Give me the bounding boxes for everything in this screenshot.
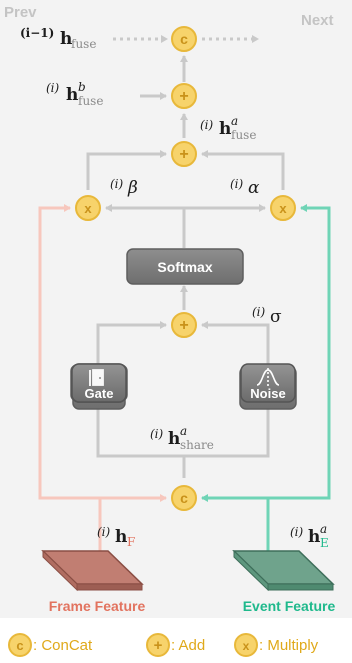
frame-feature-label: Frame Feature <box>49 598 146 614</box>
alpha-label: (i) α <box>230 173 260 198</box>
gate-module: Gate <box>71 363 127 403</box>
next-label: Next <box>301 12 334 29</box>
hb-fuse-label: (i) h b fuse <box>46 76 103 108</box>
concat-node-bottom: c <box>171 485 197 511</box>
concat-node-top: c <box>171 26 197 52</box>
softmax-block: Softmax <box>126 248 244 285</box>
svg-text:: Multiply: : Multiply <box>259 637 319 654</box>
add-node-top: + <box>171 83 197 109</box>
prev-label: Prev <box>4 4 37 21</box>
event-h-label: (i) h a E <box>290 518 332 550</box>
svg-text:x: x <box>279 201 287 216</box>
sigma-label: (i) σ <box>252 301 282 327</box>
frame-h-label: (i) h F <box>97 521 135 549</box>
door-icon <box>89 369 104 386</box>
to-gate-arrow <box>94 401 184 458</box>
prev-fuse-label: (i−1) h fuse <box>20 22 96 51</box>
share-label: (i) h a share <box>150 420 214 452</box>
noise-module: Noise <box>240 363 296 403</box>
connections <box>86 35 285 478</box>
multiply-node-alpha: x <box>270 195 296 221</box>
svg-text:+: + <box>179 146 188 163</box>
legend: c : ConCat + : Add x : Multiply <box>8 633 319 657</box>
svg-text:x: x <box>84 201 92 216</box>
svg-text:: ConCat: : ConCat <box>33 637 93 654</box>
event-to-alpha-arrow <box>268 204 331 500</box>
svg-text:c: c <box>180 31 188 47</box>
frame-feature-block <box>41 549 144 592</box>
event-feature-block <box>232 549 335 592</box>
legend-add: + : Add <box>146 633 205 657</box>
to-noise-arrow <box>184 401 272 458</box>
svg-text:: Add: : Add <box>171 637 205 654</box>
svg-text:Softmax: Softmax <box>157 259 212 275</box>
beta-mult-to-add <box>86 150 167 190</box>
gate-to-add <box>96 321 167 366</box>
legend-concat: c : ConCat <box>8 633 93 657</box>
alpha-mult-to-add <box>201 150 285 190</box>
gate-label: Gate <box>85 386 114 401</box>
ha-fuse-label: (i) h a fuse <box>200 110 256 142</box>
svg-text:+: + <box>179 88 188 105</box>
svg-text:+: + <box>179 317 188 334</box>
legend-multiply: x : Multiply <box>234 633 319 657</box>
add-node-lower: + <box>171 312 197 338</box>
svg-text:c: c <box>16 638 23 653</box>
svg-text:x: x <box>243 639 250 653</box>
svg-text:+: + <box>154 637 163 654</box>
multiply-node-beta: x <box>75 195 101 221</box>
svg-text:c: c <box>180 490 188 506</box>
noise-to-add <box>201 321 270 366</box>
gaussian-icon <box>256 368 280 387</box>
add-node-mid: + <box>171 141 197 167</box>
frame-to-beta-arrow <box>38 204 100 500</box>
event-feature-label: Event Feature <box>243 598 336 614</box>
beta-label: (i) β <box>110 173 138 198</box>
noise-label: Noise <box>250 386 285 401</box>
